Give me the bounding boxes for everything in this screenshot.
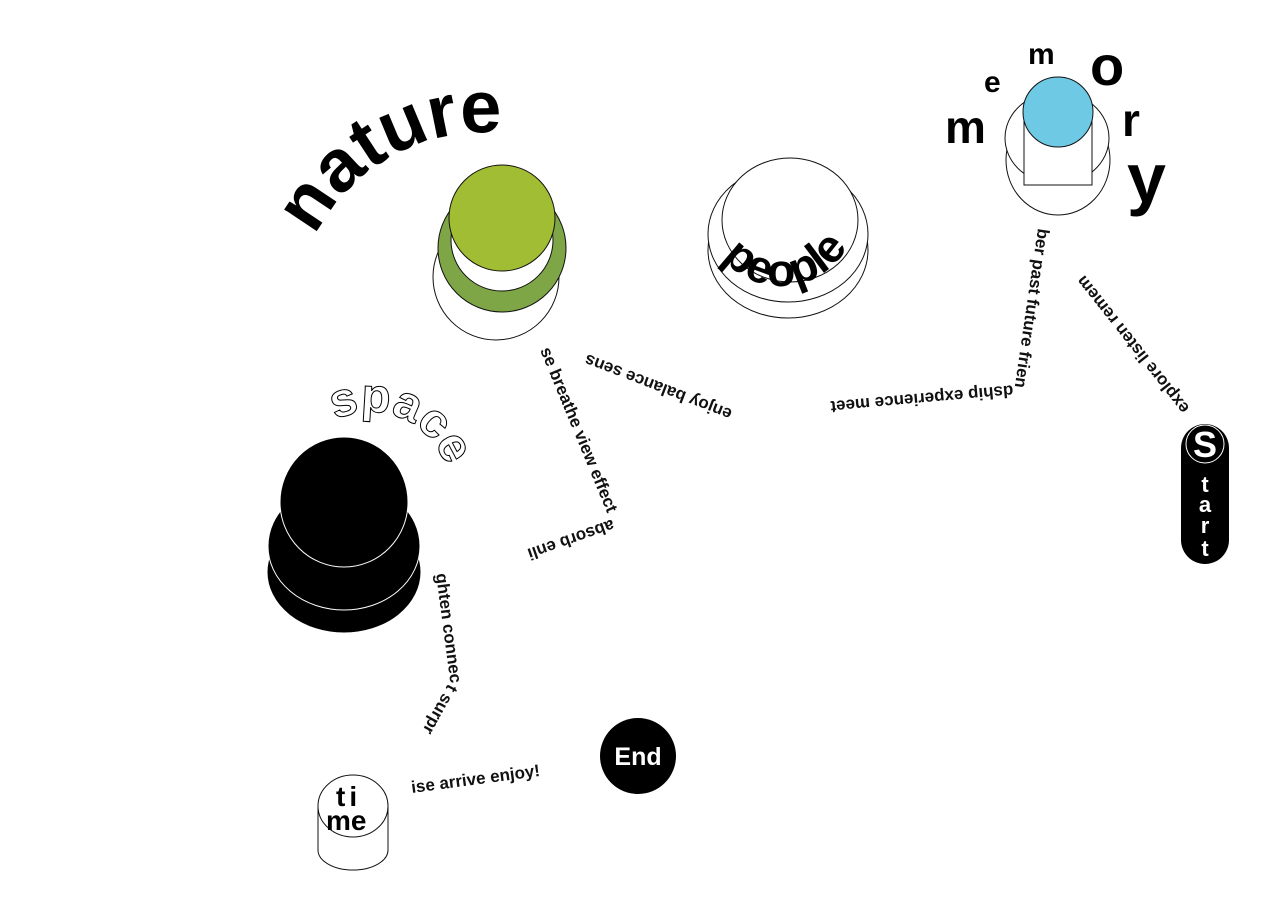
- people-node[interactable]: people: [707, 157, 869, 319]
- start-letter-a: a: [1199, 492, 1212, 517]
- path-text-people-nature: enjoy balance sens: [582, 350, 735, 424]
- memory-label: m e m o r y: [945, 34, 1166, 217]
- black-stack-icon: [267, 436, 421, 633]
- nature-node[interactable]: nature: [258, 65, 567, 341]
- time-label-line2: me: [326, 805, 366, 836]
- end-circle: [600, 718, 676, 794]
- path-text-start-memory: explore listen remem: [1073, 272, 1194, 417]
- end-label: End: [614, 743, 661, 771]
- start-letter-t2: t: [1201, 536, 1209, 561]
- start-letter-s: S: [1193, 424, 1217, 465]
- memory-letter-6: y: [1127, 139, 1166, 217]
- white-cylinder-icon: [317, 774, 389, 871]
- path-text-time-end: ise arrive enjoy!: [410, 761, 541, 797]
- start-letter-r: r: [1201, 513, 1210, 538]
- start-letter-t1: t: [1201, 472, 1209, 497]
- memory-letter-1: m: [945, 101, 986, 153]
- path-text-space-time: ghten connect surpr: [419, 572, 466, 738]
- time-node[interactable]: ti me: [317, 774, 389, 871]
- memory-node[interactable]: m e m o r y: [945, 34, 1166, 217]
- blue-disc-icon: [1004, 76, 1111, 216]
- memory-letter-3: m: [1028, 38, 1055, 71]
- start-node[interactable]: S t a r t: [1181, 424, 1229, 564]
- start-cap: [1185, 424, 1225, 464]
- end-node[interactable]: End: [600, 718, 676, 794]
- white-stack-icon: [707, 157, 869, 319]
- green-disc-icon: [432, 164, 567, 341]
- memory-letter-5: r: [1122, 94, 1140, 146]
- memory-letter-4: o: [1090, 34, 1124, 97]
- memory-letter-2: e: [984, 66, 1001, 99]
- time-label-line1: ti: [336, 781, 361, 812]
